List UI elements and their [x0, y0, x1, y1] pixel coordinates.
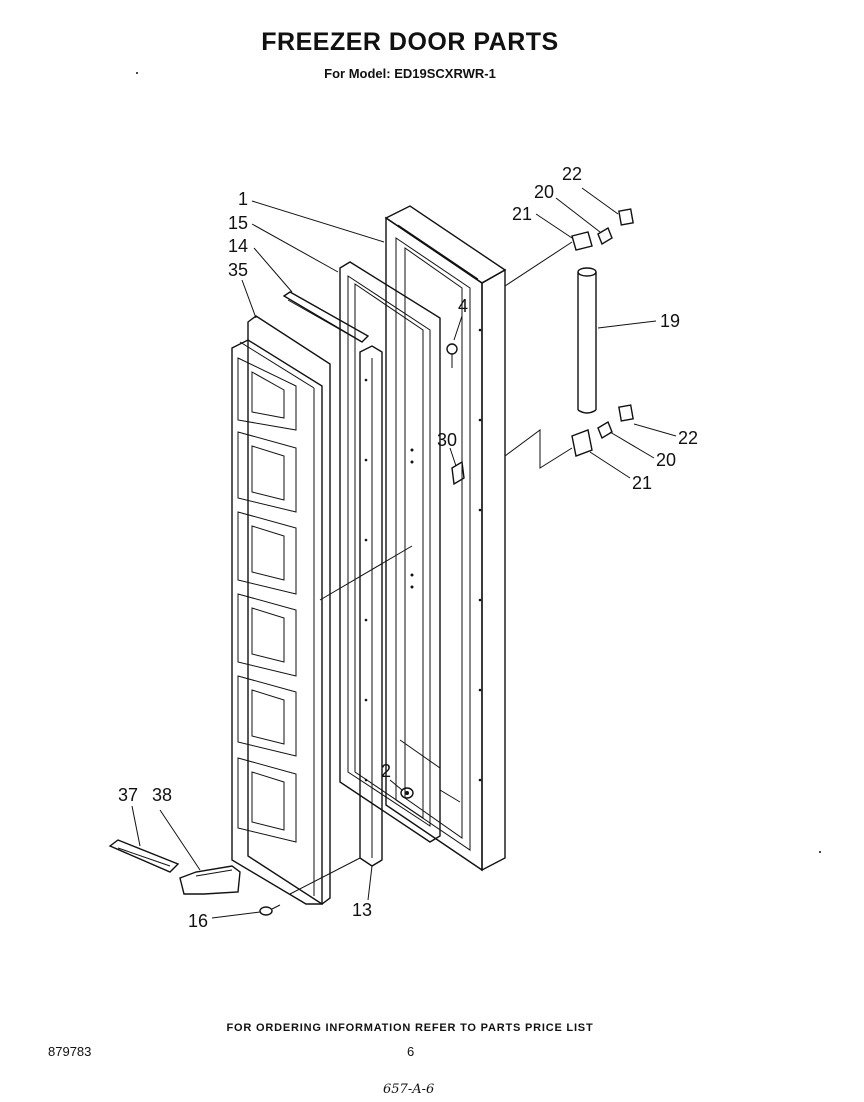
- outer-door-panel: [384, 205, 507, 872]
- callout-37: 37: [118, 785, 138, 805]
- alignment-lines: [289, 241, 573, 895]
- handle-38: [179, 865, 241, 895]
- callout-35: 35: [228, 260, 248, 280]
- top-trim: [282, 291, 370, 343]
- door-gasket: [339, 261, 441, 843]
- callout-1: 1: [238, 189, 248, 209]
- hinge-pin-rod: [577, 267, 597, 414]
- callout-22-bottom: 22: [678, 428, 698, 448]
- callout-15: 15: [228, 213, 248, 233]
- callout-21-bottom: 21: [632, 473, 652, 493]
- callout-38: 38: [152, 785, 172, 805]
- model-subtitle: For Model: ED19SCXRWR-1: [324, 66, 496, 81]
- plug-part-2: [400, 787, 414, 799]
- callout-22-top: 22: [562, 164, 582, 184]
- callout-2: 2: [381, 761, 391, 781]
- door-shelf-pockets: [237, 357, 297, 843]
- top-hinge-assembly: [571, 208, 634, 251]
- clip-part-30: [451, 460, 465, 486]
- ordering-info-note: FOR ORDERING INFORMATION REFER TO PARTS …: [226, 1022, 594, 1034]
- page-number: 6: [407, 1044, 415, 1059]
- callout-numbers: 1 15 14 35 4 30 2 13 16 37 38 22 20 21 1…: [118, 164, 698, 931]
- leader-lines: [131, 187, 677, 919]
- screw-part-4: [446, 343, 458, 368]
- inner-door-liner: [231, 315, 331, 905]
- callout-4: 4: [458, 296, 468, 316]
- handwritten-reference: 657-A-6: [383, 1082, 435, 1097]
- document-number: 879783: [48, 1044, 92, 1059]
- callout-14: 14: [228, 236, 248, 256]
- bottom-hinge-assembly: [571, 404, 634, 457]
- callout-30: 30: [437, 430, 457, 450]
- callout-19: 19: [660, 311, 680, 331]
- callout-20-bottom: 20: [656, 450, 676, 470]
- callout-21-top: 21: [512, 204, 532, 224]
- callout-20-top: 20: [534, 182, 554, 202]
- handle-trim-37: [108, 839, 180, 873]
- callout-16: 16: [188, 911, 208, 931]
- screw-16: [259, 904, 281, 916]
- callout-13: 13: [352, 900, 372, 920]
- page-title: FREEZER DOOR PARTS: [261, 28, 559, 56]
